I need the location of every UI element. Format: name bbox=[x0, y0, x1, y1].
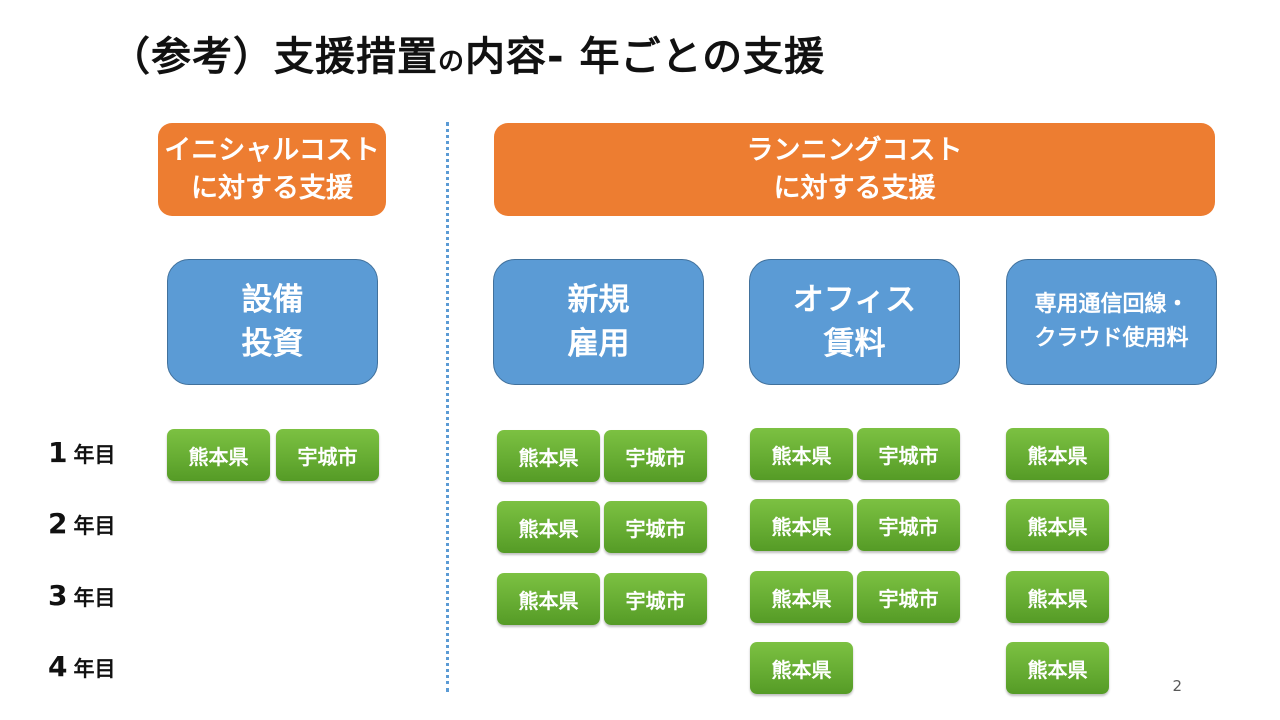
measure-office-line1: オフィス bbox=[792, 282, 917, 318]
year-unit: 年目 bbox=[73, 586, 116, 610]
measure-equipment-line2: 投資 bbox=[241, 326, 304, 362]
badge-kumamoto-prefecture: 熊本県 bbox=[750, 499, 853, 551]
year-unit: 年目 bbox=[73, 514, 116, 538]
badge-uki-city: 宇城市 bbox=[604, 501, 707, 553]
badge-kumamoto-prefecture: 熊本県 bbox=[1006, 428, 1109, 480]
year-unit: 年目 bbox=[73, 657, 116, 681]
badge-kumamoto-prefecture: 熊本県 bbox=[1006, 571, 1109, 623]
running-cost-line2: に対する支援 bbox=[773, 172, 936, 204]
badge-kumamoto-prefecture: 熊本県 bbox=[1006, 499, 1109, 551]
page-number: 2 bbox=[1172, 677, 1182, 695]
running-cost-line1: ランニングコスト bbox=[746, 134, 963, 166]
year-number: 2 bbox=[48, 507, 68, 540]
badge-kumamoto-prefecture: 熊本県 bbox=[750, 642, 853, 694]
badge-kumamoto-prefecture: 熊本県 bbox=[750, 571, 853, 623]
year-number: 4 bbox=[48, 650, 68, 683]
measure-employment-line2: 雇用 bbox=[567, 326, 630, 362]
measure-network-cloud: 専用通信回線・ クラウド使用料 bbox=[1006, 259, 1217, 385]
badge-kumamoto-prefecture: 熊本県 bbox=[167, 429, 270, 481]
badge-kumamoto-prefecture: 熊本県 bbox=[497, 430, 600, 482]
title-main: （参考）支援措置 bbox=[110, 34, 438, 80]
badge-uki-city: 宇城市 bbox=[276, 429, 379, 481]
badge-kumamoto-prefecture: 熊本県 bbox=[750, 428, 853, 480]
page-title: （参考）支援措置の内容- 年ごとの支援 bbox=[110, 24, 825, 82]
badge-kumamoto-prefecture: 熊本県 bbox=[497, 573, 600, 625]
measure-equipment-line1: 設備 bbox=[241, 282, 304, 318]
year-number: 3 bbox=[48, 579, 68, 612]
initial-cost-header: イニシャルコスト に対する支援 bbox=[158, 123, 386, 216]
badge-uki-city: 宇城市 bbox=[857, 428, 960, 480]
badge-kumamoto-prefecture: 熊本県 bbox=[497, 501, 600, 553]
measure-employment-line1: 新規 bbox=[567, 282, 630, 318]
title-particle: の bbox=[438, 47, 466, 77]
badge-uki-city: 宇城市 bbox=[604, 430, 707, 482]
year-unit: 年目 bbox=[73, 443, 116, 467]
measure-network-line1: 専用通信回線・ bbox=[1034, 292, 1189, 317]
measure-network-line2: クラウド使用料 bbox=[1034, 326, 1189, 351]
badge-uki-city: 宇城市 bbox=[604, 573, 707, 625]
measure-equipment-investment: 設備 投資 bbox=[167, 259, 378, 385]
measure-new-employment: 新規 雇用 bbox=[493, 259, 704, 385]
initial-cost-line1: イニシャルコスト bbox=[164, 134, 380, 166]
badge-kumamoto-prefecture: 熊本県 bbox=[1006, 642, 1109, 694]
measure-office-line2: 賃料 bbox=[823, 326, 886, 362]
year-number: 1 bbox=[48, 436, 68, 469]
section-divider bbox=[446, 122, 449, 692]
badge-uki-city: 宇城市 bbox=[857, 571, 960, 623]
title-rest: 内容- 年ごとの支援 bbox=[465, 34, 826, 80]
badge-uki-city: 宇城市 bbox=[857, 499, 960, 551]
measure-office-rent: オフィス 賃料 bbox=[749, 259, 960, 385]
initial-cost-line2: に対する支援 bbox=[191, 172, 353, 204]
running-cost-header: ランニングコスト に対する支援 bbox=[494, 123, 1215, 216]
